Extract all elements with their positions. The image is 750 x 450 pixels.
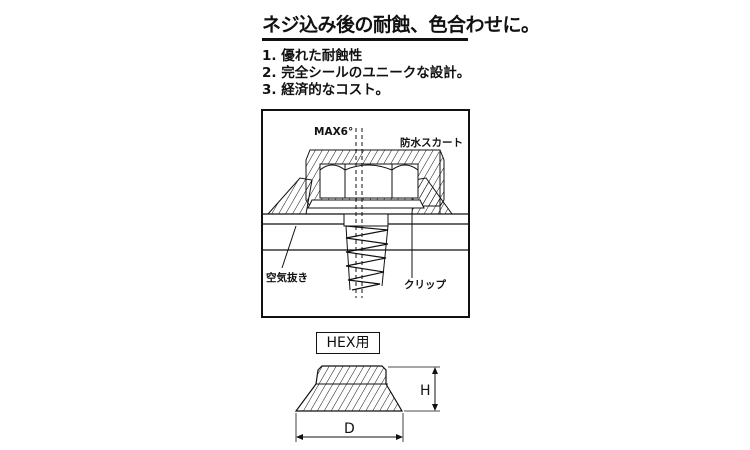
vent-label: 空気抜き bbox=[266, 272, 308, 284]
page-title: ネジ込み後の耐蝕、色合わせに。 bbox=[262, 14, 540, 36]
hex-label-box: HEX用 bbox=[316, 332, 380, 354]
feature-2: 2. 完全シールのユニークな設計。 bbox=[262, 65, 471, 81]
diameter-label: D bbox=[344, 421, 355, 437]
feature-3: 3. 経済的なコスト。 bbox=[262, 82, 389, 98]
clip-label: クリップ bbox=[404, 279, 446, 291]
skirt-label: 防水スカート bbox=[400, 137, 463, 149]
height-label: H bbox=[420, 383, 431, 399]
feature-1: 1. 優れた耐蝕性 bbox=[262, 48, 363, 64]
angle-label: MAX6° bbox=[314, 126, 354, 138]
title-underline bbox=[262, 38, 468, 41]
